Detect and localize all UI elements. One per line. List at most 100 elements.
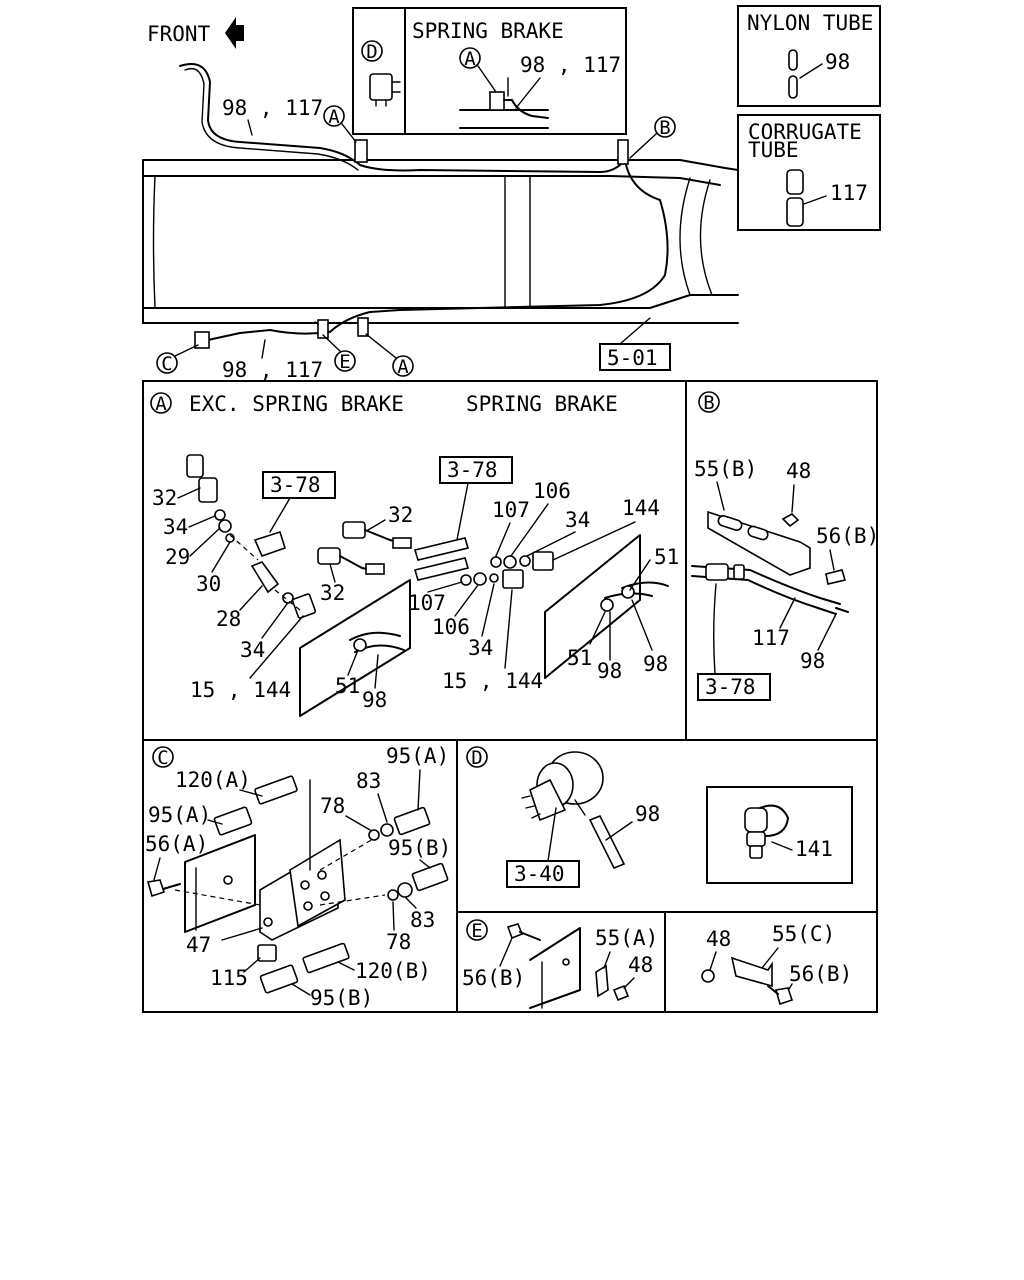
inset-valve-icon [369,73,401,107]
frame-ref-label: 5-01 [607,346,658,370]
route-label-top: 98 , 117 [222,96,323,120]
label-56b: 56(B) [816,524,879,548]
fitting-141-icon [744,804,789,859]
legend-corrugate-title-1: CORRUGATE [748,120,862,144]
label-106b: 106 [432,615,470,639]
label-98: 98 [635,802,660,826]
label-51c: 51 [567,646,592,670]
label-32c: 32 [320,581,345,605]
label-48: 48 [706,927,731,951]
panel-f: 48 55(C) 56(B) [701,922,852,1006]
legend-nylon-part: 98 [825,50,850,74]
label-120a: 120(A) [175,768,251,792]
brake-tube-route [179,63,669,341]
mount-bracket-47 [259,838,346,941]
frame-member-right [544,534,669,679]
label-32a: 32 [152,486,177,510]
label-34c: 34 [565,508,590,532]
panel-a-title-left: EXC. SPRING BRAKE [189,392,404,416]
frame-member-e [529,927,581,1009]
label-56b: 56(B) [789,962,852,986]
label-47: 47 [186,933,211,957]
connector-32-upper [342,521,412,549]
panel-c-callout: C [157,747,168,769]
callout-a-bottom: A [365,333,414,378]
label-115: 115 [210,966,248,990]
panel-b: B 3-78 55(B) 48 56(B) 117 98 [691,391,879,701]
label-32b: 32 [388,503,413,527]
label-144: 144 [622,496,660,520]
fitting-c [194,331,210,349]
route-label-bottom: 98 , 117 [222,358,323,382]
callout-c: C [156,344,199,375]
label-51b: 51 [654,545,679,569]
callout-e: E [322,334,356,373]
label-98a: 98 [362,688,387,712]
label-83a: 83 [356,769,381,793]
label-107a: 107 [492,498,530,522]
callout-a-top: A [323,105,357,143]
label-30: 30 [196,572,221,596]
panel-a: A EXC. SPRING BRAKE SPRING BRAKE 3-78 32… [150,392,679,717]
label-34d: 34 [468,636,493,660]
frame-member-c [184,834,256,933]
front-arrow-icon [225,17,244,49]
panel-a-ref-left: 3-78 [270,473,321,497]
panel-a-title-right: SPRING BRAKE [466,392,618,416]
label-98b: 98 [597,659,622,683]
legend-nylon-tube: NYLON TUBE 98 [737,5,881,107]
label-98: 98 [800,649,825,673]
panel-e: E 56(B) 55(A) 48 [462,919,658,1009]
callout-d-inset: D [366,41,377,63]
inset-part-ref: 98 , 117 [520,53,621,77]
svg-text:C: C [161,353,172,375]
label-56b: 56(B) [462,966,525,990]
fitting-a-bottom [357,317,369,337]
fitting-e [317,319,329,339]
panel-a-callout: A [155,393,167,415]
label-56a: 56(A) [145,832,208,856]
label-95a2: 95(A) [386,744,449,768]
legend-corrugate-part: 117 [830,181,868,205]
svg-text:E: E [339,351,350,373]
frame-ref-box [599,343,671,371]
label-95a1: 95(A) [148,803,211,827]
panel-a-ref-right: 3-78 [447,458,498,482]
detail-grid [142,380,878,1013]
fitting-b [617,139,629,165]
svg-text:B: B [659,117,670,139]
label-120b: 120(B) [355,959,431,983]
label-55c: 55(C) [772,922,835,946]
label-34b: 34 [240,638,265,662]
bracket-55b [707,510,811,576]
hose-assembly [691,563,849,615]
legend-nylon-title: NYLON TUBE [747,11,873,35]
chassis-frame [142,159,739,324]
label-141: 141 [795,837,833,861]
panel-d-ref: 3-40 [514,862,565,886]
legend-corrugate-title-2: TUBE [748,138,799,162]
label-107b: 107 [408,591,446,615]
inset-title: SPRING BRAKE [412,19,564,43]
label-78a: 78 [320,794,345,818]
valve-unit-icon [521,751,604,822]
label-78b: 78 [386,930,411,954]
label-55a: 55(A) [595,926,658,950]
legend-corrugate-tube: CORRUGATE TUBE 117 [737,114,881,231]
label-15-144a: 15 , 144 [190,678,291,702]
panel-b-callout: B [703,392,714,414]
label-48: 48 [786,459,811,483]
callout-b: B [629,116,676,159]
label-117: 117 [752,626,790,650]
svg-text:A: A [328,106,340,128]
label-98c: 98 [643,652,668,676]
connector-32-lower [317,547,385,575]
panel-c: C 120(A) [145,744,451,1010]
frame-member-left [299,579,411,717]
label-15-144b: 15 , 144 [442,669,543,693]
label-106a: 106 [533,479,571,503]
front-label: FRONT [147,22,211,46]
fitting-a-top [354,139,368,163]
label-83b: 83 [410,908,435,932]
